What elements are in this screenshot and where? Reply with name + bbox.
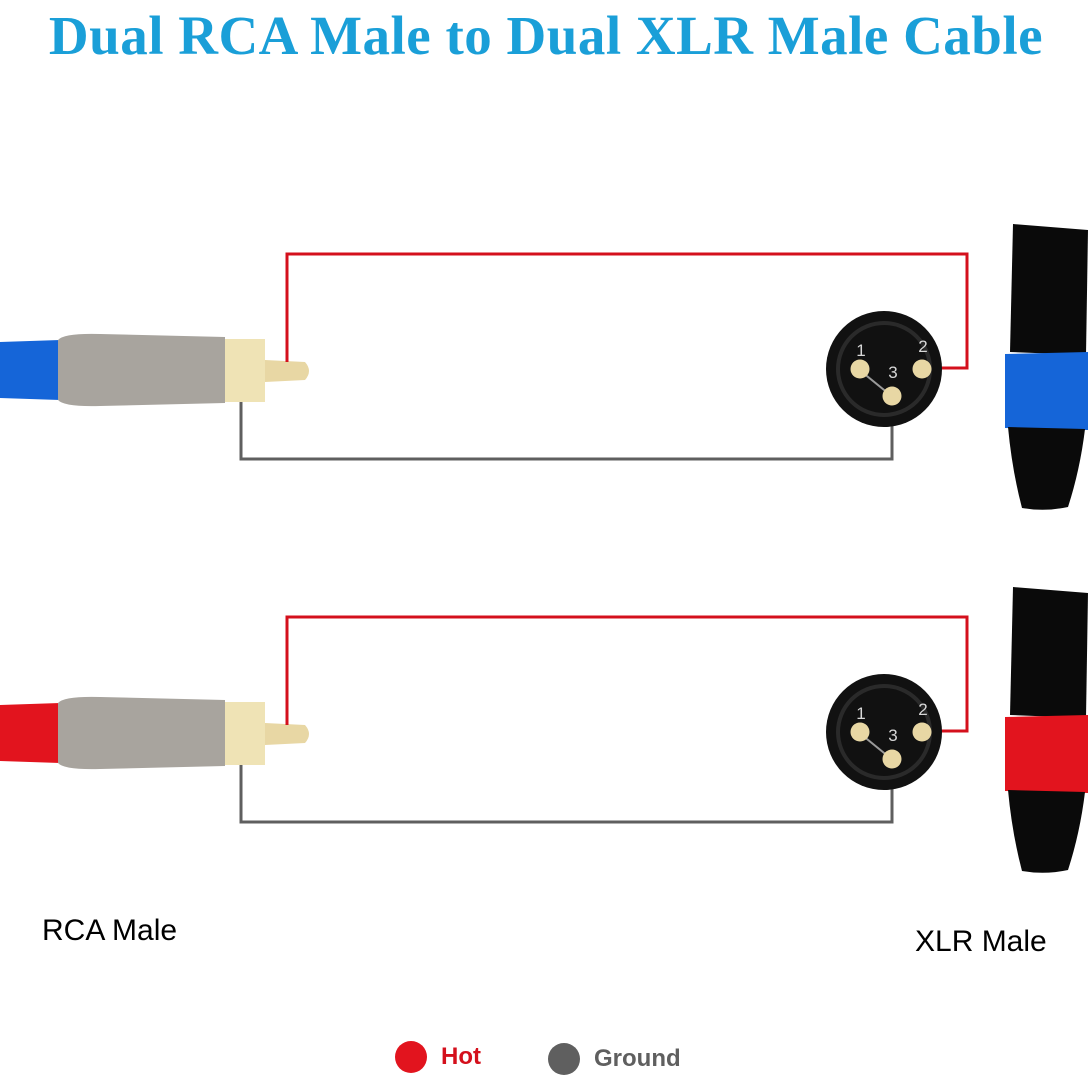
xlr-pin-face: 1 2 3 — [826, 311, 942, 427]
rca-tip-pin — [265, 723, 309, 745]
hot-wire — [285, 252, 969, 370]
rca-collar — [225, 702, 265, 765]
legend-hot: Hot — [395, 1041, 481, 1073]
channel-1-blue: 1 2 3 — [0, 224, 1088, 510]
legend-ground: Ground — [548, 1043, 681, 1075]
ground-dot-icon — [548, 1043, 580, 1075]
rca-male-plug — [0, 333, 309, 407]
pin-1 — [850, 359, 870, 379]
rca-body — [58, 333, 225, 407]
pin-3 — [882, 386, 902, 406]
xlr-body-top — [1010, 224, 1088, 355]
rca-male-plug — [0, 696, 309, 770]
xlr-color-ring — [1005, 352, 1088, 430]
legend-hot-label: Hot — [441, 1043, 481, 1070]
rca-cap — [0, 703, 60, 763]
rca-body — [58, 696, 225, 770]
rca-collar — [225, 339, 265, 402]
xlr-male-connector — [1005, 587, 1088, 873]
pin-2-label: 2 — [918, 337, 927, 356]
xlr-tail — [1008, 790, 1085, 873]
xlr-color-ring — [1005, 715, 1088, 793]
hot-wire — [285, 615, 969, 733]
pin-3 — [882, 749, 902, 769]
pin-1-label: 1 — [856, 341, 865, 360]
ground-wire — [239, 396, 894, 461]
rca-male-label: RCA Male — [42, 914, 178, 947]
xlr-face-circle — [826, 311, 942, 427]
legend-ground-label: Ground — [594, 1045, 681, 1072]
ground-wire — [239, 759, 894, 824]
pin-1 — [850, 722, 870, 742]
pin-3-label: 3 — [888, 726, 897, 745]
channel-2-red: 1 2 3 — [0, 587, 1088, 873]
xlr-male-label: XLR Male — [915, 925, 1047, 958]
xlr-male-connector — [1005, 224, 1088, 510]
page-title: Dual RCA Male to Dual XLR Male Cable — [48, 5, 1044, 66]
hot-dot-icon — [395, 1041, 427, 1073]
pin-2 — [912, 722, 932, 742]
rca-tip-pin — [265, 360, 309, 382]
xlr-body-top — [1010, 587, 1088, 718]
xlr-tail — [1008, 427, 1085, 510]
pin-1-label: 1 — [856, 704, 865, 723]
pin-3-label: 3 — [888, 363, 897, 382]
xlr-face-circle — [826, 674, 942, 790]
pin-2-label: 2 — [918, 700, 927, 719]
pin-2 — [912, 359, 932, 379]
rca-cap — [0, 340, 60, 400]
xlr-pin-face: 1 2 3 — [826, 674, 942, 790]
